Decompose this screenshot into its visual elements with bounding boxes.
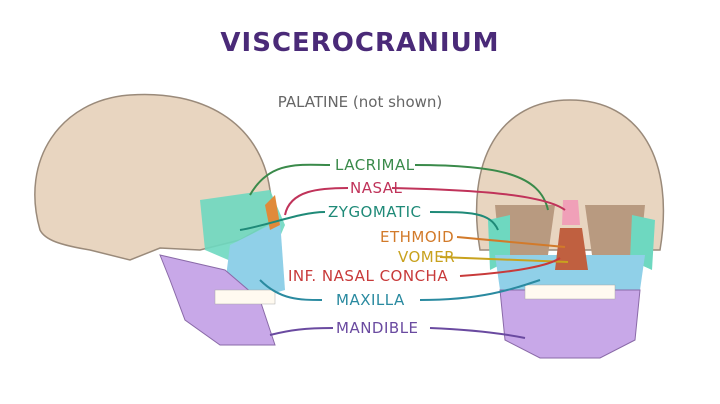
- label-maxilla: MAXILLA: [336, 291, 405, 309]
- label-vomer: VOMER: [398, 248, 456, 266]
- label-lacrimal: LACRIMAL: [335, 156, 415, 174]
- label-zygomatic: ZYGOMATIC: [328, 203, 422, 221]
- label-inf-nasal-concha: INF. NASAL CONCHA: [288, 267, 449, 285]
- diagram-title: VISCEROCRANIUM: [220, 28, 500, 58]
- label-mandible: MANDIBLE: [336, 319, 419, 337]
- label-nasal: NASAL: [350, 179, 403, 197]
- lateral-skull: [34, 93, 285, 346]
- label-ethmoid: ETHMOID: [380, 228, 455, 246]
- palatine-note: PALATINE (not shown): [277, 93, 443, 111]
- leader-lines: [239, 163, 569, 339]
- frontal-skull: [475, 99, 665, 359]
